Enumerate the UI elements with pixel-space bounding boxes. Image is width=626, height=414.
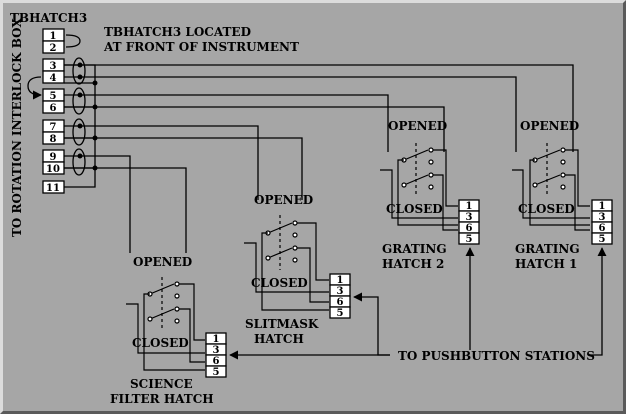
grating-hatch-2-opened: OPENED	[388, 119, 447, 133]
grating-hatch-2-pin-3: 3	[466, 212, 473, 223]
grating-hatch-1-switch	[512, 143, 590, 231]
grating-hatch-2-name-2: HATCH 2	[382, 257, 444, 271]
slitmask-hatch-pin-5: 5	[337, 308, 344, 319]
grating-hatch-1-closed: CLOSED	[518, 202, 575, 216]
grating-hatch-2: OPENED CLOSED GRATING HATCH 2 1 3 6 5	[380, 119, 480, 271]
pushbutton-label: TO PUSHBUTTON STATIONS	[398, 349, 595, 363]
science-hatch-opened: OPENED	[133, 255, 192, 269]
terminal-3: 3	[50, 61, 57, 72]
terminal-2: 2	[50, 43, 57, 54]
grating-hatch-2-pin-5: 5	[466, 234, 473, 245]
grating-hatch-1-pin-5: 5	[599, 234, 606, 245]
slitmask-hatch-pin-3: 3	[337, 286, 344, 297]
slitmask-hatch: OPENED CLOSED SLITMASK HATCH 1 3 6 5	[244, 193, 351, 346]
slitmask-hatch-closed: CLOSED	[251, 276, 308, 290]
grating-hatch-1-pin-3: 3	[599, 212, 606, 223]
slitmask-hatch-name-1: SLITMASK	[245, 317, 319, 331]
grating-hatch-1-pin-1: 1	[599, 201, 606, 212]
grating-hatch-2-closed: CLOSED	[386, 202, 443, 216]
terminal-6: 6	[50, 103, 57, 114]
grating-hatch-1-opened: OPENED	[520, 119, 579, 133]
grating-hatch-1-name-2: HATCH 1	[515, 257, 577, 271]
science-hatch-closed: CLOSED	[132, 336, 189, 350]
grating-hatch-1-name-1: GRATING	[515, 242, 580, 256]
location-note-line2: AT FRONT OF INSTRUMENT	[103, 40, 299, 54]
loop-3-4	[72, 57, 86, 85]
grating-hatch-1-terminal-block	[591, 199, 613, 245]
jumper-1-2	[65, 34, 81, 48]
grating-hatch-1-pin-6: 6	[599, 223, 606, 234]
science-hatch-pin-6: 6	[213, 356, 220, 367]
terminal-8: 8	[50, 134, 57, 145]
terminal-10: 10	[46, 164, 60, 175]
science-hatch-pin-1: 1	[213, 334, 220, 345]
terminal-labels: 1 2 3 4 5 6 7 8 9 10 11	[46, 31, 60, 194]
grating-hatch-2-pin-1: 1	[466, 201, 473, 212]
jumper-loops	[27, 34, 86, 176]
grating-hatch-2-name-1: GRATING	[382, 242, 447, 256]
terminal-11: 11	[46, 183, 60, 194]
terminal-1: 1	[50, 31, 57, 42]
science-hatch-switch	[126, 277, 205, 371]
loop-5-6	[72, 87, 86, 115]
terminal-7: 7	[50, 122, 57, 133]
science-hatch-pin-5: 5	[213, 367, 220, 378]
slitmask-hatch-switch	[244, 215, 329, 311]
wiring	[64, 64, 574, 253]
terminal-4: 4	[50, 73, 57, 84]
science-hatch-name-1: SCIENCE	[130, 377, 193, 391]
loop-7-8	[72, 118, 86, 146]
terminal-box-2	[42, 40, 65, 54]
grating-hatch-2-switch	[380, 143, 458, 231]
loop-9-10	[72, 148, 86, 176]
junction-dots	[77, 62, 98, 171]
jumper-4-5	[27, 76, 42, 100]
science-filter-hatch: OPENED CLOSED SCIENCE FILTER HATCH 1 3 6…	[110, 255, 227, 406]
location-note-line1: TBHATCH3 LOCATED	[104, 25, 251, 39]
slitmask-hatch-pin-6: 6	[337, 297, 344, 308]
diagram-title: TBHATCH3	[10, 11, 87, 25]
science-hatch-name-2: FILTER HATCH	[110, 392, 214, 406]
slitmask-hatch-name-2: HATCH	[254, 332, 304, 346]
terminal-9: 9	[50, 152, 57, 163]
slitmask-hatch-terminal-block	[329, 273, 351, 319]
terminal-5: 5	[50, 91, 57, 102]
side-label: TO ROTATION INTERLOCK BOX	[10, 18, 24, 237]
slitmask-hatch-opened: OPENED	[254, 193, 313, 207]
grating-hatch-2-pin-6: 6	[466, 223, 473, 234]
pushbutton-arrows	[229, 247, 607, 360]
terminal-strip	[42, 28, 65, 194]
grating-hatch-2-terminal-block	[458, 199, 480, 245]
grating-hatch-1: OPENED CLOSED GRATING HATCH 1 1 3 6 5	[512, 119, 613, 271]
science-hatch-pin-3: 3	[213, 345, 220, 356]
science-hatch-terminal-block	[205, 332, 227, 378]
slitmask-hatch-pin-1: 1	[337, 275, 344, 286]
